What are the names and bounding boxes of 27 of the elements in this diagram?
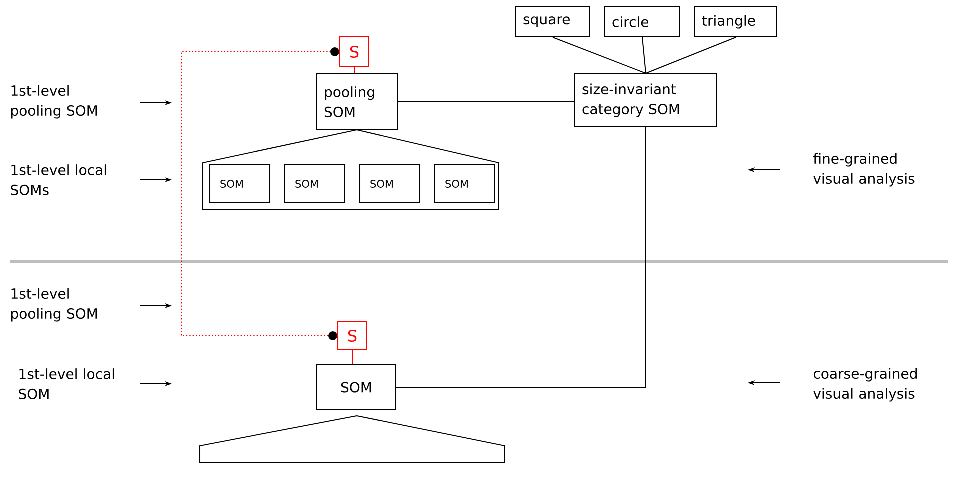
connector-line: [642, 37, 646, 74]
connector-line: [552, 37, 646, 74]
local-som-box: SOM: [360, 164, 420, 204]
dotted-connector: [181, 48, 340, 340]
local-som-box: SOM: [434, 164, 496, 204]
s-box: S: [338, 322, 368, 350]
som-box: pooling SOM: [316, 74, 398, 130]
som-box: circle: [604, 6, 680, 38]
connector-line: [352, 350, 353, 365]
connector-line: [354, 67, 355, 74]
level-label: 1st-level local SOMs: [11, 164, 106, 196]
local-som-box: SOM: [210, 164, 270, 204]
level-label: 1st-level pooling SOM: [11, 85, 98, 119]
som-box: triangle: [694, 6, 778, 38]
connector-line: [396, 127, 646, 388]
som-box: SOM: [316, 364, 396, 410]
level-label: 1st-level local SOM: [19, 368, 114, 400]
connector-line: [646, 37, 736, 74]
local-som-box: SOM: [284, 164, 346, 204]
level-label: 1st-level pooling SOM: [11, 288, 98, 322]
s-box: S: [340, 36, 370, 68]
group-outline: [200, 415, 506, 464]
level-label: coarse-grained visual analysis: [814, 368, 917, 402]
level-label: fine-grained visual analysis: [814, 153, 915, 187]
som-box: square: [516, 6, 590, 38]
group-outline: [202, 129, 500, 210]
som-box: size-invariant category SOM: [574, 74, 718, 128]
